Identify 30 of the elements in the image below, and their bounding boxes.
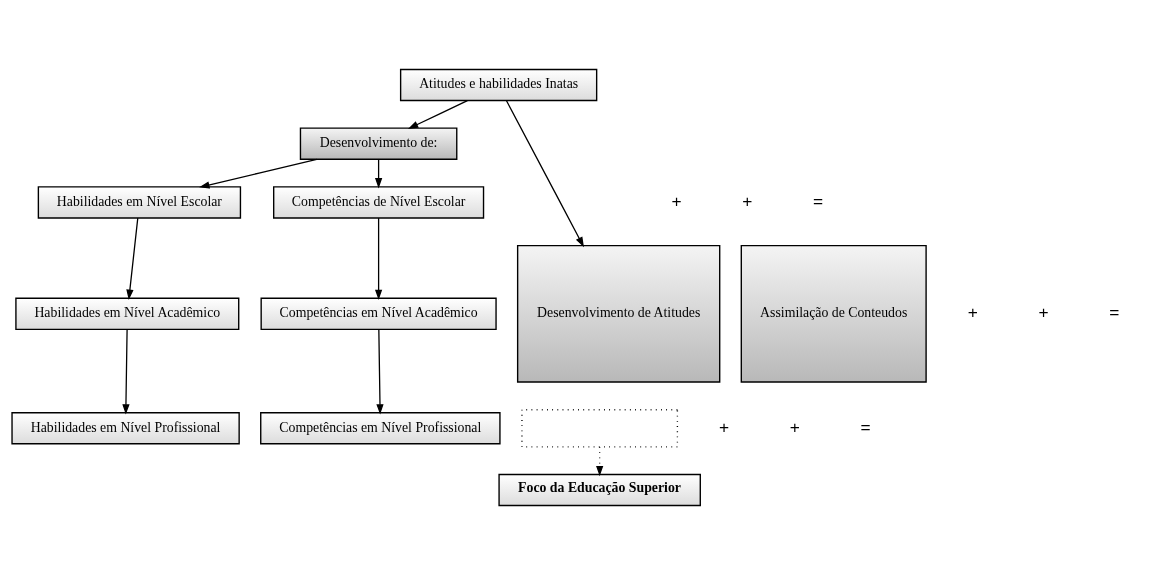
node-box: Assimilação de Conteudos bbox=[740, 244, 927, 383]
arrow bbox=[407, 100, 469, 129]
label: + bbox=[671, 190, 682, 211]
arrow bbox=[122, 328, 130, 415]
node-box: Atitudes e habilidades Inatas bbox=[399, 68, 598, 102]
node-box: Habilidades em Nível Escolar bbox=[37, 186, 242, 219]
node-box: Competências em Nível Acadêmico bbox=[260, 297, 497, 331]
label: + bbox=[718, 416, 730, 437]
node-box: Habilidades em Nível Acadêmico bbox=[15, 297, 240, 331]
arrow bbox=[374, 217, 383, 301]
node-box: Foco da Educação Superior bbox=[498, 473, 701, 507]
label: = bbox=[1109, 302, 1120, 323]
label: = bbox=[813, 190, 824, 211]
arrow bbox=[505, 100, 584, 248]
node-box: Competências de Nível Escolar bbox=[273, 186, 485, 219]
node-box: Desenvolvimento de Atitudes bbox=[516, 244, 721, 383]
label: + bbox=[789, 416, 800, 437]
node-box: Habilidades em Nível Profissional bbox=[11, 412, 240, 445]
node-box bbox=[521, 409, 679, 448]
arrow bbox=[199, 158, 318, 189]
arrow bbox=[374, 158, 383, 189]
label: + bbox=[1038, 302, 1049, 323]
label: + bbox=[742, 190, 753, 211]
label: + bbox=[967, 302, 978, 323]
node-box: Desenvolvimento de: bbox=[299, 127, 458, 160]
node-box: Competências em Nível Profissional bbox=[260, 412, 501, 445]
arrow bbox=[126, 217, 139, 301]
label: = bbox=[860, 416, 871, 437]
arrow bbox=[376, 328, 384, 415]
arrow bbox=[596, 446, 604, 477]
